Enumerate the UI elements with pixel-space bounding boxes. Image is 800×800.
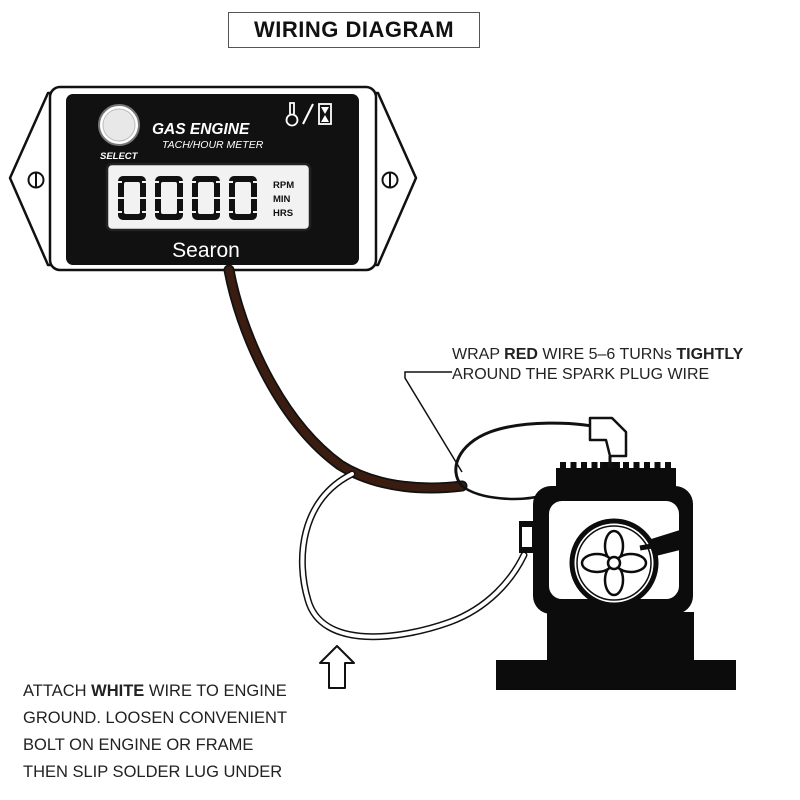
white-note-line1: ATTACH WHITE WIRE TO ENGINE: [23, 682, 287, 700]
lcd-segment-gap: [253, 181, 257, 183]
lcd-segment-gap: [155, 211, 159, 213]
lcd-digit-center: [124, 182, 140, 214]
lcd-segment-gap: [251, 197, 257, 199]
red-note-line2: AROUND THE SPARK PLUG WIRE: [452, 366, 710, 383]
lcd-segment-gap: [192, 181, 196, 183]
white-note-line3: BOLT ON ENGINE OR FRAME: [23, 736, 254, 754]
lcd-segment-gap: [142, 181, 146, 183]
page-title: WIRING DIAGRAM: [228, 12, 480, 48]
brown-cable: [223, 264, 468, 494]
red-note-line1: WRAP RED WIRE 5–6 TURNs TIGHTLY: [452, 346, 744, 363]
tightly-emphasis: TIGHTLY: [676, 346, 744, 363]
lcd-segment-gap: [216, 211, 220, 213]
unit-min: MIN: [273, 194, 291, 205]
lcd-digit-center: [161, 182, 177, 214]
white-note-line4: THEN SLIP SOLDER LUG UNDER: [23, 763, 283, 781]
unit-hrs: HRS: [273, 208, 293, 219]
lcd-segment-gap: [229, 197, 235, 199]
up-arrow-icon: [319, 645, 355, 689]
brand-label: Searon: [172, 239, 240, 262]
icon-divider: [302, 103, 314, 125]
lcd-segment-gap: [179, 181, 183, 183]
select-label: SELECT: [100, 151, 139, 162]
pull-start-handle: [648, 530, 688, 556]
white-note-line2: GROUND. LOOSEN CONVENIENT: [23, 709, 288, 727]
lcd-segment-gap: [155, 197, 161, 199]
white-wire-note: ATTACH WHITE WIRE TO ENGINE GROUND. LOOS…: [23, 678, 343, 786]
lcd-segment-gap: [229, 181, 233, 183]
red-wire-wrap: [454, 421, 611, 487]
red-emphasis: RED: [504, 346, 538, 363]
hourglass-icon: [318, 103, 332, 125]
tach-hour-meter: SELECT GAS ENGINE TACH/HOUR METER RPM MI…: [8, 85, 418, 272]
lcd-segment-gap: [118, 211, 122, 213]
lcd-segment-gap: [192, 197, 198, 199]
product-subtitle: TACH/HOUR METER: [162, 139, 264, 151]
lcd-segment-gap: [253, 211, 257, 213]
lcd-segment-gap: [118, 197, 124, 199]
red-note-leader: [404, 371, 463, 473]
lcd-digits: [118, 176, 257, 220]
lcd-segment-gap: [155, 181, 159, 183]
red-wire-note: WRAP RED WIRE 5–6 TURNs TIGHTLY AROUND T…: [452, 345, 792, 385]
engine: [496, 462, 736, 690]
lcd-segment-gap: [216, 181, 220, 183]
lcd-digit-center: [235, 182, 251, 214]
lcd-segment-gap: [140, 197, 146, 199]
spark-plug-boot: [588, 416, 628, 468]
lcd-segment-gap: [192, 211, 196, 213]
white-emphasis: WHITE: [91, 682, 145, 700]
lcd-segment-gap: [142, 211, 146, 213]
thermometer-icon: [285, 102, 299, 127]
lcd-segment-gap: [177, 197, 183, 199]
engine-base: [496, 612, 736, 690]
lcd-segment-gap: [179, 211, 183, 213]
fan-icon: [580, 529, 648, 597]
lcd-digit-center: [198, 182, 214, 214]
lcd-segment-gap: [118, 181, 122, 183]
unit-rpm: RPM: [273, 180, 294, 191]
lcd-segment-gap: [214, 197, 220, 199]
white-ground-wire: [298, 470, 528, 641]
product-name: GAS ENGINE: [152, 121, 250, 138]
lcd-segment-gap: [229, 211, 233, 213]
